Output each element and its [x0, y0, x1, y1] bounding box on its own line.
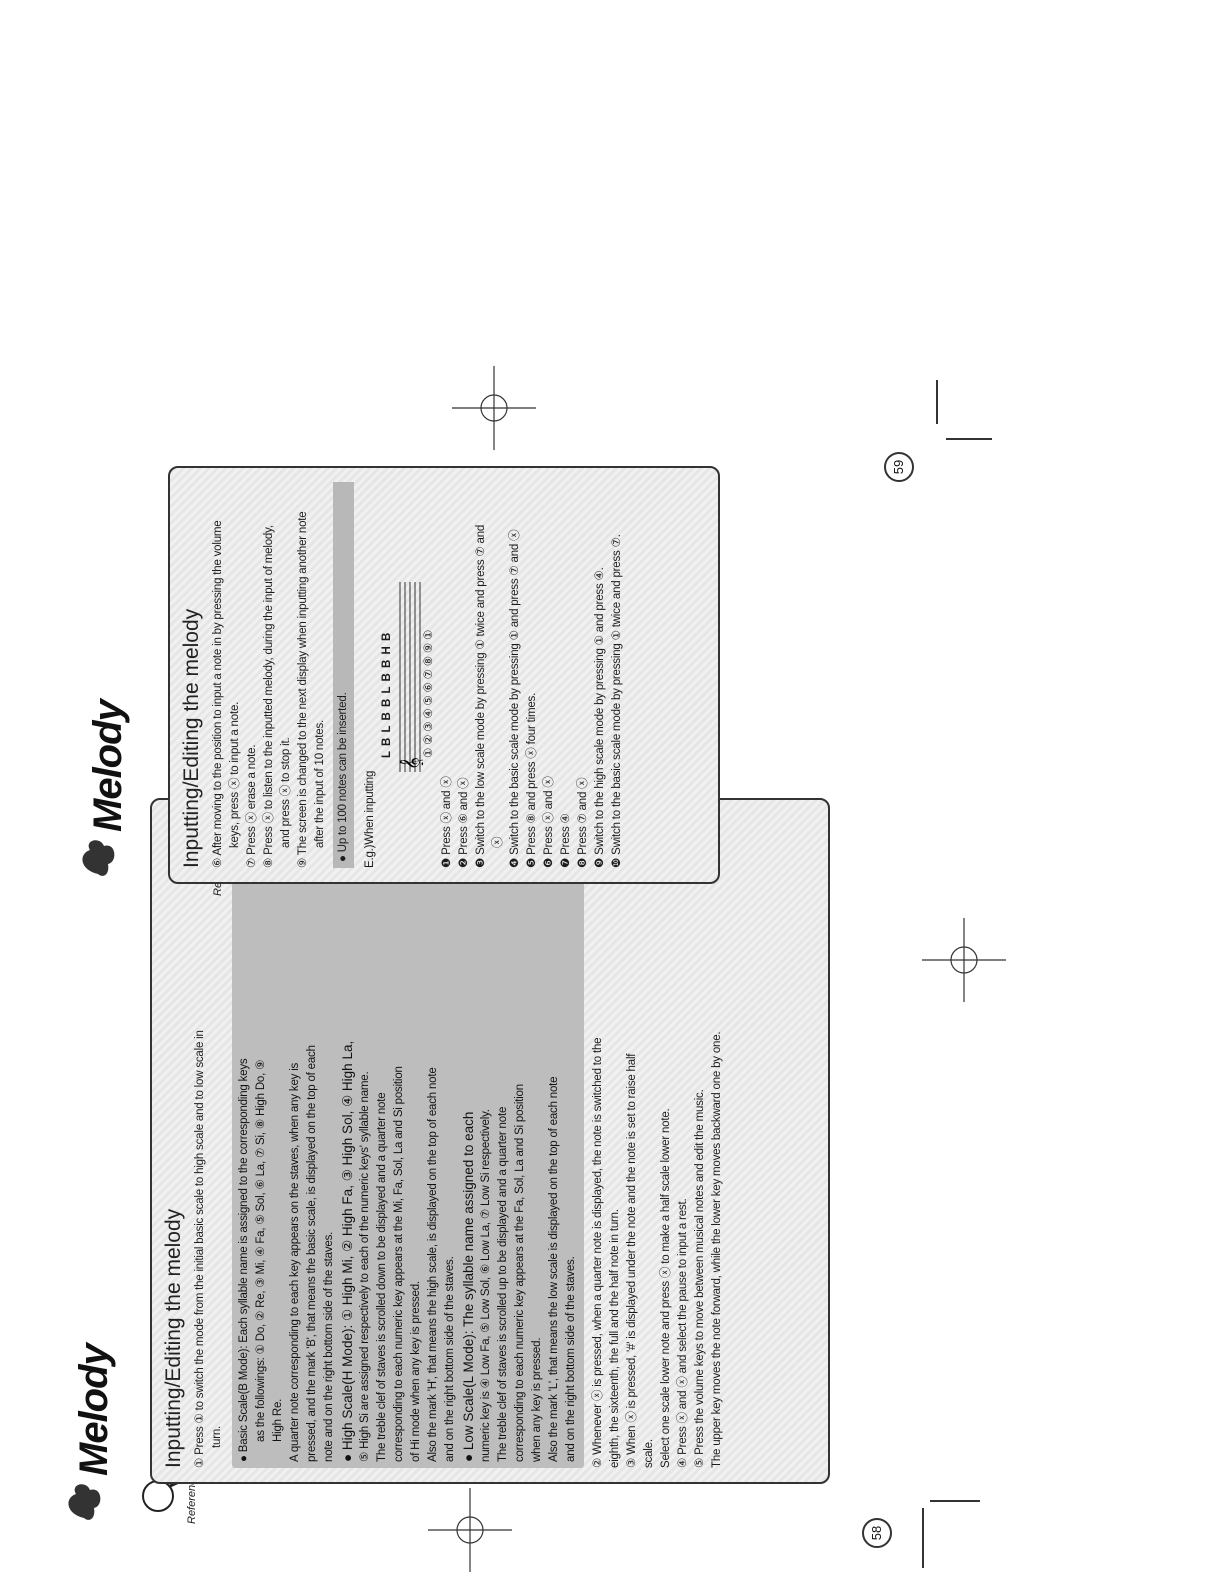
step-line: ❼ Press ④: [560, 813, 572, 868]
text-line: ● High Scale(H Mode): ① High Mi, ② High …: [340, 1040, 355, 1462]
notes-limit-banner: ● Up to 100 notes can be inserted.: [333, 482, 354, 868]
crop-line: [946, 438, 992, 440]
text-line: when any key is pressed.: [531, 1337, 543, 1462]
step-line: ❷ Press ⑥ and ⓧ: [458, 777, 470, 868]
melody-logo-icon: [68, 1484, 101, 1520]
text-line: corresponding to each numeric key appear…: [393, 1066, 405, 1462]
crop-line: [930, 1500, 980, 1502]
text-line: keys, press ⓧ to input a note.: [229, 701, 241, 848]
text-line: turn.: [211, 1425, 223, 1448]
text-line: Also the mark 'L', that means the low sc…: [548, 1076, 560, 1462]
brand-title-right: Melody: [86, 700, 130, 832]
text-line: The treble clef of staves is scrolled do…: [376, 1092, 388, 1462]
step-line: ❻ Press ⓧ and ⓧ: [543, 776, 555, 868]
staff-letters: L B L B B L B B H B: [381, 631, 393, 758]
crop-line: [936, 380, 938, 424]
text-line: The upper key moves the note forward, wh…: [711, 1031, 723, 1468]
brand-title-left: Melody: [72, 1344, 116, 1476]
text-line: and on the right bottom side of the stav…: [444, 1256, 456, 1462]
registration-mark-bottom: [428, 1488, 512, 1572]
text-line: pressed, and the mark 'B', that means th…: [306, 1045, 318, 1462]
left-panel: Inputting/Editing the melody ① Press ① t…: [150, 798, 830, 1484]
right-heading: Inputting/Editing the melody: [180, 608, 203, 868]
step-line: ⓧ: [492, 836, 504, 848]
svg-text:𝄞: 𝄞: [399, 757, 423, 770]
text-line: ③ When ⓧ is pressed, '#' is displayed un…: [626, 1053, 638, 1468]
text-line: ● Basic Scale(B Mode): Each syllable nam…: [238, 1058, 250, 1462]
text-line: eighth, the sixteenth, the full and the …: [609, 1209, 621, 1468]
step-line: ❽ Press ⑦ and ⓧ: [577, 777, 589, 868]
registration-mark-middle: [922, 918, 1006, 1002]
step-line: ❿ Switch to the basic scale mode by pres…: [611, 534, 623, 868]
text-line: Select one scale lower note and press ⓧ …: [660, 1108, 672, 1468]
text-line: ● Low Scale(L Mode): The syllable name a…: [461, 1111, 476, 1462]
text-line: The treble clef of staves is scrolled up…: [497, 1106, 509, 1462]
music-staff-icon: 𝄞: [399, 582, 423, 772]
text-line: ⑥ After moving to the position to input …: [212, 520, 224, 868]
text-line: ④ Press ⓧ and ⓧ and select the pause to …: [677, 1198, 689, 1468]
registration-mark-top: [452, 366, 536, 450]
staff-numbers: ① ② ③ ④ ⑤ ⑥ ⑦ ⑧ ⑨ ①: [423, 629, 435, 758]
example-staff: L B L B B L B B H B 𝄞 ① ② ③ ④ ⑤ ⑥ ⑦ ⑧ ⑨ …: [379, 482, 439, 868]
text-line: ⑤ Press the volume keys to move between …: [694, 1089, 706, 1468]
text-line: ② Whenever ⓧ is pressed, when a quarter …: [592, 1037, 604, 1468]
scale-info-box: ● Basic Scale(B Mode): Each syllable nam…: [232, 814, 584, 1468]
text-line: ⑤ High Si are assigned respectively to e…: [359, 1071, 371, 1462]
text-line: ① Press ① to switch the mode from the in…: [194, 1030, 206, 1468]
text-line: scale.: [643, 1439, 655, 1468]
text-line: of Hi mode when any key is pressed.: [410, 1281, 422, 1462]
text-line: High Re.: [272, 1398, 284, 1442]
step-line: ❸ Switch to the low scale mode by pressi…: [475, 524, 487, 868]
step-line: ❺ Press ⑧ and press ⓧ four times.: [526, 692, 538, 868]
text-line: ⑨ The screen is changed to the next disp…: [297, 511, 309, 868]
left-heading: Inputting/Editing the melody: [162, 1208, 185, 1468]
text-line: after the input of 10 notes.: [314, 719, 326, 848]
melody-logo-icon: [82, 840, 115, 876]
text-line: as the followings: ① Do, ② Re, ③ Mi, ④ F…: [255, 1059, 267, 1442]
page-number-right: 59: [884, 452, 914, 482]
text-line: ⑦ Press ⓧ erase a note.: [246, 744, 258, 868]
right-panel: Inputting/Editing the melody ⑥ After mov…: [168, 466, 720, 884]
step-line: ❹ Switch to the basic scale mode by pres…: [509, 529, 521, 868]
crop-line: [922, 1508, 924, 1568]
step-line: ❶ Press ⓧ and ⓧ: [441, 776, 453, 868]
text-line: A quarter note corresponding to each key…: [289, 1062, 301, 1462]
text-line: corresponding to each numeric key appear…: [514, 1084, 526, 1462]
text-line: Also the mark 'H', that means the high s…: [427, 1067, 439, 1462]
text-line: ⑧ Press ⓧ to listen to the inputted melo…: [263, 525, 275, 868]
text-line: and press ⓧ to stop it.: [280, 737, 292, 848]
text-line: note and on the right bottom side of the…: [323, 1231, 335, 1462]
example-label: E.g.)When inputting: [364, 770, 376, 868]
step-line: ❾ Switch to the high scale mode by press…: [594, 567, 606, 868]
text-line: numeric key is ④ Low Fa, ⑤ Low Sol, ⑥ Lo…: [480, 1109, 492, 1462]
text-line: and on the right bottom side of the stav…: [565, 1256, 577, 1462]
page-number-left: 58: [862, 1518, 892, 1548]
